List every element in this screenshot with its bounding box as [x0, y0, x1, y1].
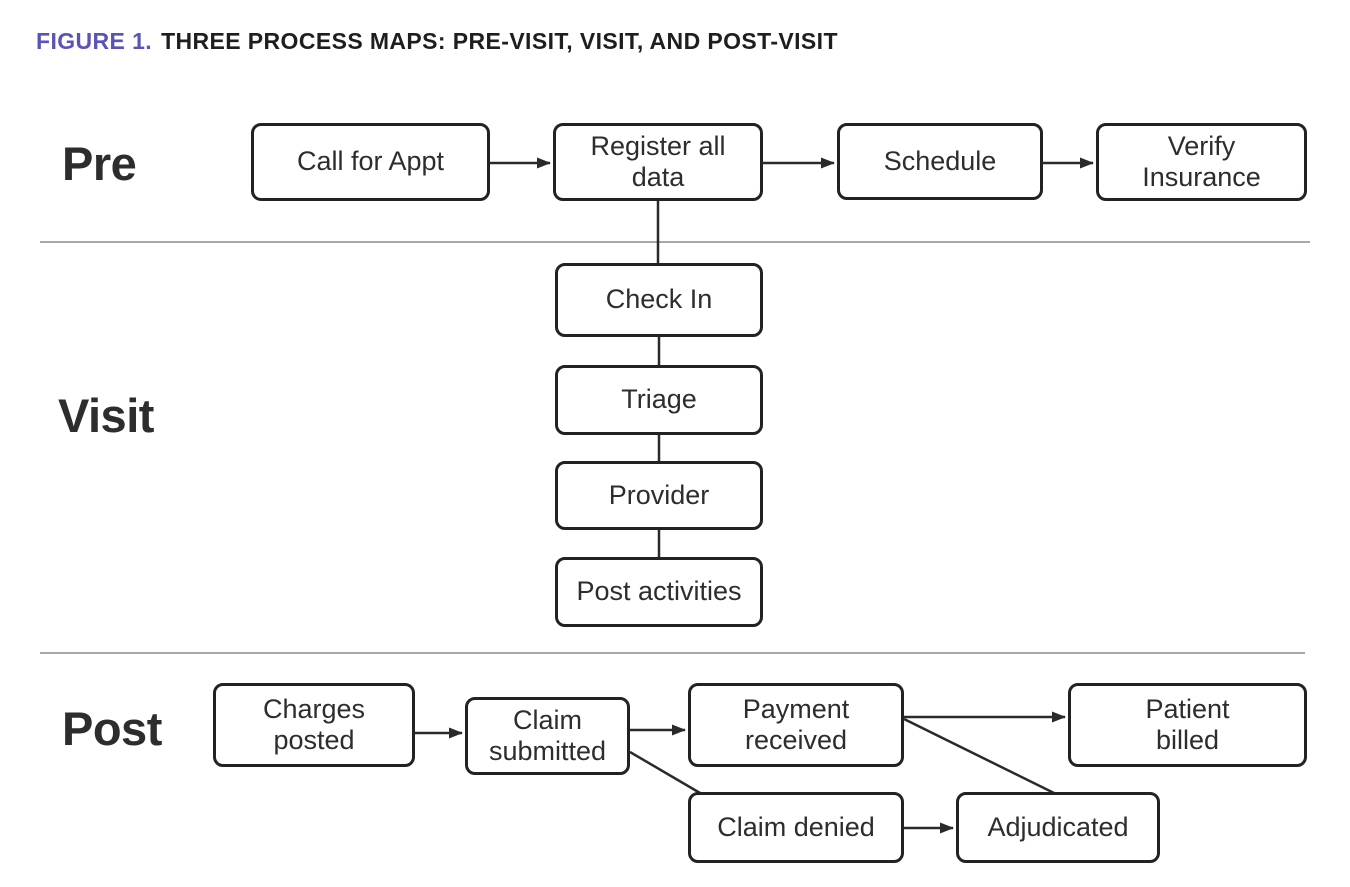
node-call-for-appt: Call for Appt	[251, 123, 490, 201]
node-post-activities: Post activities	[555, 557, 763, 627]
node-claim-submitted: Claim submitted	[465, 697, 630, 775]
node-verify-insurance: Verify Insurance	[1096, 123, 1307, 201]
section-label-post: Post	[62, 702, 162, 755]
edge-payment-to-adjudicated	[903, 717, 1055, 795]
node-payment-received: Payment received	[688, 683, 904, 767]
node-triage: Triage	[555, 365, 763, 435]
figure-title: FIGURE 1. THREE PROCESS MAPS: PRE-VISIT, …	[36, 28, 838, 55]
node-register-all-data: Register all data	[553, 123, 763, 201]
edge-claimsubmitted-to-claimdenied	[629, 750, 701, 795]
node-patient-billed: Patient billed	[1068, 683, 1307, 767]
node-check-in: Check In	[555, 263, 763, 337]
figure-title-text: THREE PROCESS MAPS: PRE-VISIT, VISIT, AN…	[161, 28, 838, 54]
node-charges-posted: Charges posted	[213, 683, 415, 767]
node-claim-denied: Claim denied	[688, 792, 904, 863]
figure-label: FIGURE 1.	[36, 28, 153, 54]
section-dividers	[40, 241, 1310, 654]
node-adjudicated: Adjudicated	[956, 792, 1160, 863]
section-label-pre: Pre	[62, 137, 137, 190]
node-schedule: Schedule	[837, 123, 1043, 200]
section-label-visit: Visit	[58, 389, 154, 442]
node-provider: Provider	[555, 461, 763, 530]
